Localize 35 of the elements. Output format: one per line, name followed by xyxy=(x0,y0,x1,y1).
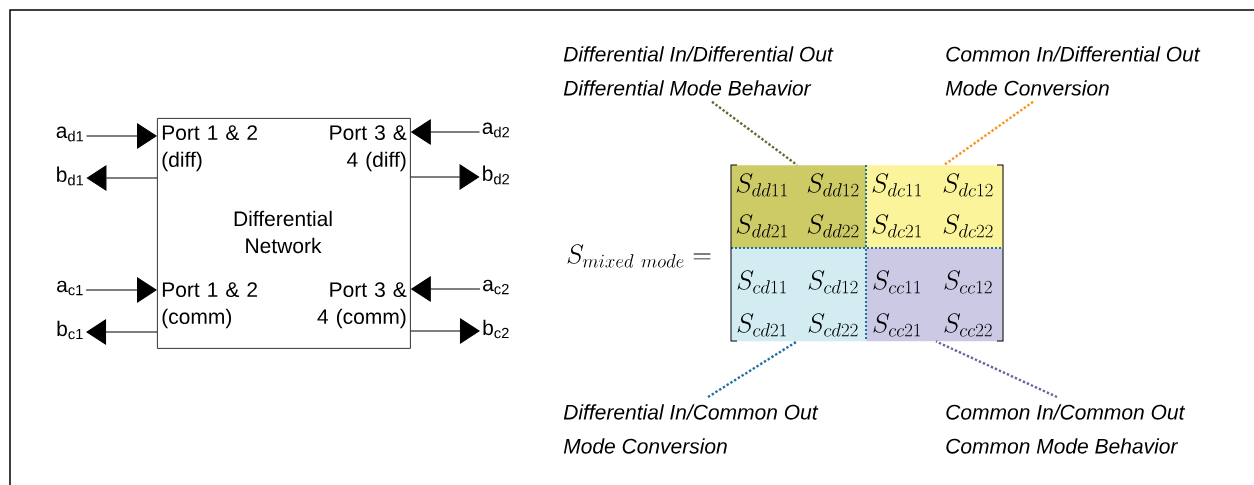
signal-label: b$_{d1}$ xyxy=(57,166,84,186)
port-label: Port 1 & 2 (comm) xyxy=(162,282,257,329)
leader-line xyxy=(711,100,798,166)
signal-label: b$_{c1}$ xyxy=(57,320,83,340)
caption-text: Differential In/Differential Out Differential Mode Behavior xyxy=(563,46,834,96)
leader-line xyxy=(935,340,1058,399)
caption-text: Common In/Differential Out Mode Conversion xyxy=(945,46,1201,96)
leader-line xyxy=(707,340,798,399)
arrow xyxy=(411,119,481,145)
signal-label: a$_{c2}$ xyxy=(483,279,509,295)
signal-label: a$_{d2}$ xyxy=(482,122,510,138)
box-title: Differential Network xyxy=(234,210,332,254)
matrix-quadrant: $S_{dd11}$ $S_{dd12}$ $S_{dd21}$ $S_{dd22}$ xyxy=(731,165,867,249)
matrix-name: $S_{mixed\ mode}=$ xyxy=(567,244,711,268)
port-label: Port 1 & 2 (diff) xyxy=(162,125,257,172)
signal-label: a$_{c1}$ xyxy=(57,280,83,296)
arrow xyxy=(85,277,157,303)
arrow xyxy=(85,123,157,149)
arrow xyxy=(410,318,480,344)
port-label: Port 3 & 4 (diff) xyxy=(330,125,407,172)
matrix-quadrant: $S_{dc11}$ $S_{dc12}$ $S_{dc21}$ $S_{dc22}$ xyxy=(866,165,1004,249)
arrow xyxy=(411,276,481,302)
matrix-quadrant: $S_{cc11}$ $S_{cc12}$ $S_{cc21}$ $S_{cc22}$ xyxy=(866,248,1004,342)
port-label: Port 3 & 4 (comm) xyxy=(317,282,407,329)
signal-label: b$_{c2}$ xyxy=(483,319,509,339)
signal-label: a$_{d1}$ xyxy=(56,126,84,142)
caption-text: Common In/Common Out Common Mode Behavior xyxy=(946,404,1186,454)
arrow xyxy=(86,319,158,345)
signal-label: b$_{d2}$ xyxy=(483,165,510,185)
network-box xyxy=(157,118,411,349)
arrow xyxy=(86,165,158,191)
matrix-quadrant: $S_{cd11}$ $S_{cd12}$ $S_{cd21}$ $S_{cd22}$ xyxy=(731,248,867,342)
caption-text: Differential In/Common Out Mode Conversion xyxy=(563,404,819,454)
arrow xyxy=(410,164,480,190)
leader-line xyxy=(943,100,1034,166)
